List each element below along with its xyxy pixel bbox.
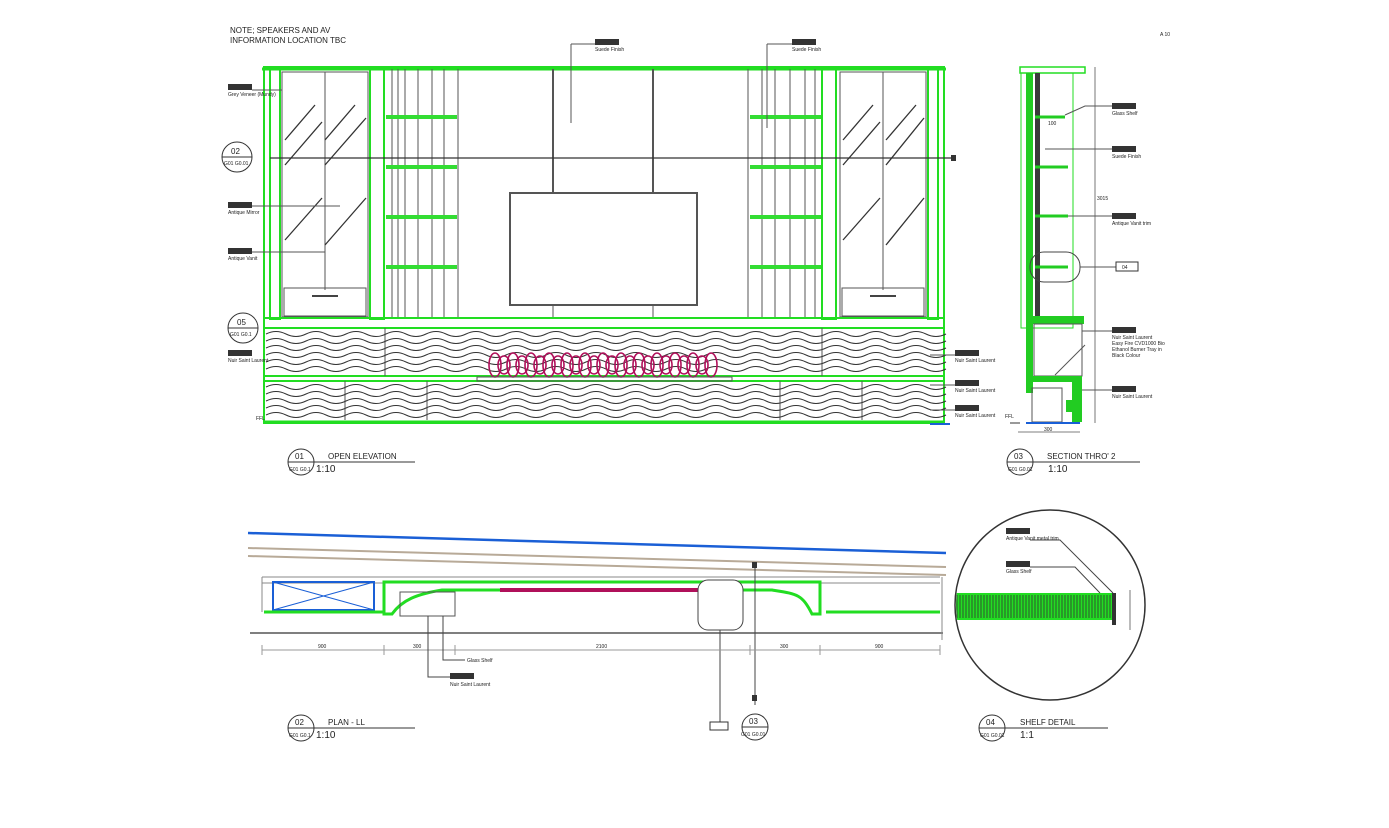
plan-dim-5: 900 — [875, 644, 884, 650]
svg-text:G01 G0.01: G01 G0.01 — [980, 733, 1005, 739]
callout-section-nuir-2: Nuir Saint Laurent — [1112, 394, 1153, 400]
view-title-01: 01 OPEN ELEVATION G01 G0.1 1:10 — [287, 448, 415, 476]
callout-nuir-left: Nuir Saint Laurent — [228, 358, 269, 364]
callout-detail-trim: Antique Vanit metal trim — [1006, 536, 1059, 542]
ffl-label-elevation: FFL — [256, 416, 265, 422]
callout-antique-mirror: Antique Mirror — [228, 210, 260, 216]
hatch-line — [265, 391, 947, 397]
flame-mark — [650, 352, 664, 378]
flame-mark — [605, 355, 619, 375]
flame-mark — [677, 355, 691, 375]
callout-plan-glass-shelf: Glass Shelf — [467, 658, 493, 664]
plan-dim-1: 900 — [318, 644, 327, 650]
section-height-dim: 3015 — [1097, 196, 1108, 202]
flame-mark — [596, 352, 610, 378]
svg-text:OPEN ELEVATION: OPEN ELEVATION — [328, 452, 397, 461]
flame-mark — [632, 352, 646, 378]
hatch-line — [265, 398, 947, 404]
hatch-line — [265, 338, 947, 344]
hatch-line — [265, 405, 947, 411]
flame-mark — [578, 352, 592, 378]
flame-mark — [668, 352, 682, 378]
callout-nuir-1: Nuir Saint Laurent — [955, 358, 996, 364]
callout-section-nuir-1: Nuir Saint Laurent — [1112, 335, 1153, 341]
section-width-dim: 300 — [1044, 427, 1053, 433]
svg-text:G01 G0.1: G01 G0.1 — [289, 733, 311, 739]
flame-mark — [497, 355, 511, 375]
section-marker-03-number: 03 — [749, 717, 758, 726]
svg-text:SHELF DETAIL: SHELF DETAIL — [1020, 718, 1076, 727]
svg-text:G01 G0.01: G01 G0.01 — [1008, 467, 1033, 473]
flame-mark — [623, 355, 637, 375]
callout-suede-finish-1: Suede Finish — [595, 47, 624, 53]
callout-section-suede: Suede Finish — [1112, 154, 1141, 160]
flame-mark — [641, 355, 655, 375]
svg-text:1:1: 1:1 — [1020, 730, 1034, 741]
callout-nuir-2: Nuir Saint Laurent — [955, 388, 996, 394]
section-marker-02-number: 02 — [231, 147, 240, 156]
callout-fire-tray: Easy Fire CVD1000 Bio Ethanol Burner Tra… — [1112, 341, 1165, 359]
note-line-1: NOTE; SPEAKERS AND AV — [230, 26, 331, 35]
plan-dim-4: 300 — [780, 644, 789, 650]
svg-text:1:10: 1:10 — [316, 464, 336, 475]
flame-mark — [704, 352, 718, 378]
svg-text:04: 04 — [986, 718, 995, 727]
section-marker-05-number: 05 — [237, 318, 246, 327]
callout-antique-vanit: Antique Vanit — [228, 256, 258, 262]
hatch-line — [265, 331, 947, 337]
view-title-04: 04 SHELF DETAIL G01 G0.01 1:1 — [978, 714, 1108, 742]
flame-mark — [560, 352, 574, 378]
view-title-03: 03 SECTION THRO' 2 G01 G0.01 1:10 — [1006, 448, 1140, 476]
callout-plan-nuir: Nuir Saint Laurent — [450, 682, 491, 688]
flame-mark — [686, 352, 700, 378]
plan-dim-3: 2100 — [596, 644, 607, 650]
svg-text:G01 G0.1: G01 G0.1 — [289, 467, 311, 473]
flame-mark — [695, 355, 709, 375]
plan-view: 03 G01 G0.01 900 300 2100 300 900 Glass … — [247, 531, 947, 741]
view-title-02: 02 PLAN - LL G01 G0.1 1:10 — [287, 714, 415, 742]
callout-section-antique-trim: Antique Vanit trim — [1112, 221, 1151, 227]
flame-mark — [569, 355, 583, 375]
hatch-line — [265, 412, 947, 418]
callout-suede-finish-2: Suede Finish — [792, 47, 821, 53]
flame-mark — [515, 355, 529, 375]
hatch-line — [265, 345, 947, 351]
elevation-callouts: Grey Veneer (Mundy) Antique Mirror Antiq… — [221, 39, 996, 422]
shelf-dim: 100 — [1048, 121, 1057, 127]
section-view: 300 3015 100 FFL Glass Shelf Suede Finis… — [1005, 66, 1165, 433]
svg-text:1:10: 1:10 — [1048, 464, 1068, 475]
open-elevation — [262, 66, 956, 425]
plan-dim-2: 300 — [413, 644, 422, 650]
callout-section-glass-shelf: Glass Shelf — [1112, 111, 1138, 117]
sheet-ref: A 10 — [1160, 32, 1170, 38]
svg-text:03: 03 — [1014, 452, 1023, 461]
svg-text:02: 02 — [295, 718, 304, 727]
section-marker-02-ref: G01 G0.01 — [224, 161, 249, 167]
flame-mark — [551, 355, 565, 375]
section-marker-03-ref: G01 G0.01 — [741, 732, 766, 738]
svg-text:SECTION THRO' 2: SECTION THRO' 2 — [1047, 452, 1116, 461]
tv-screen — [509, 192, 698, 306]
flame-mark — [506, 352, 520, 378]
flame-mark — [587, 355, 601, 375]
svg-text:01: 01 — [295, 452, 304, 461]
callout-detail-shelf: Glass Shelf — [1006, 569, 1032, 575]
ffl-label-section: FFL — [1005, 414, 1014, 420]
flame-mark — [659, 355, 673, 375]
flame-mark — [533, 355, 547, 375]
section-marker-05-ref: G01 G0.1 — [230, 332, 252, 338]
hatch-line — [265, 384, 947, 390]
svg-text:PLAN - LL: PLAN - LL — [328, 718, 365, 727]
callout-detail-ref: 04 — [1122, 265, 1128, 271]
note-line-2: INFORMATION LOCATION TBC — [230, 36, 346, 45]
flame-mark — [488, 352, 502, 378]
flame-mark — [542, 352, 556, 378]
svg-text:1:10: 1:10 — [316, 730, 336, 741]
callout-grey-veneer: Grey Veneer (Mundy) — [228, 92, 276, 98]
callout-nuir-3: Nuir Saint Laurent — [955, 413, 996, 419]
shelf-detail: Antique Vanit metal trim Glass Shelf — [954, 509, 1146, 701]
